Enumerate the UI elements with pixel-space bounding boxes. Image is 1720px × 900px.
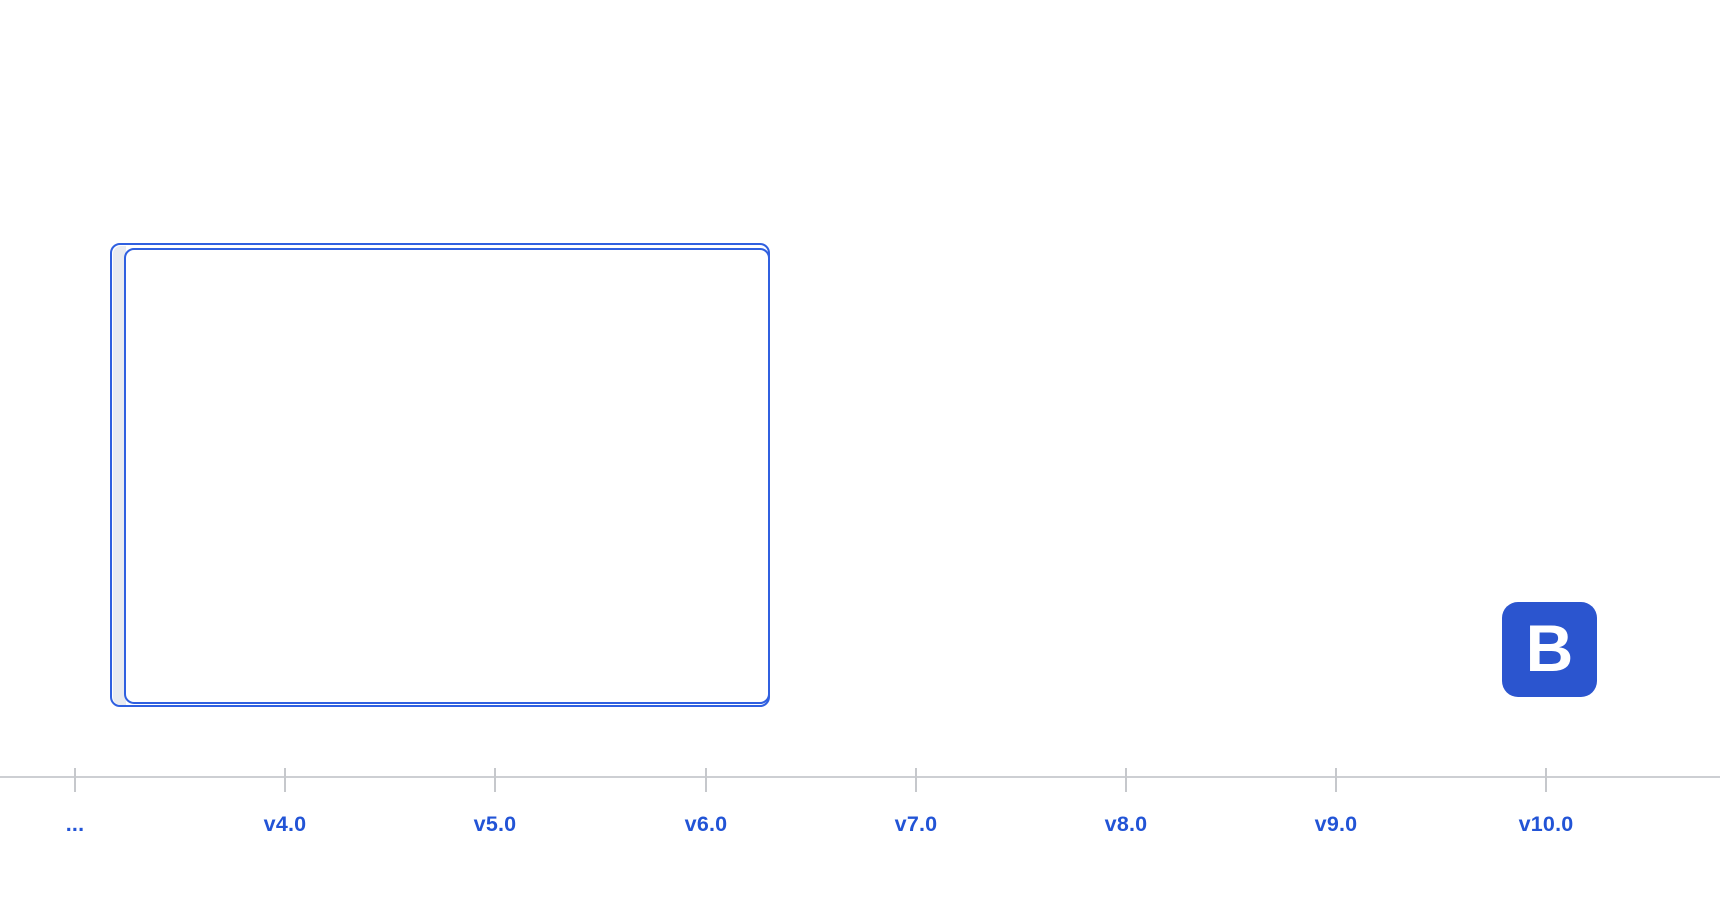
window-front-panel <box>124 248 770 704</box>
version-label: v7.0 <box>894 812 938 836</box>
version-timeline-axis <box>0 776 1720 779</box>
timeline-tick <box>1545 768 1548 792</box>
timeline-tick <box>1125 768 1128 792</box>
timeline-tick <box>1335 768 1338 792</box>
version-label: v5.0 <box>473 812 517 836</box>
version-label: v9.0 <box>1314 812 1358 836</box>
timeline-tick <box>74 768 77 792</box>
version-label: v4.0 <box>263 812 307 836</box>
bootstrap-logo-letter: B <box>1525 610 1574 685</box>
timeline-tick <box>915 768 918 792</box>
window-spine <box>112 245 126 705</box>
timeline-tick <box>284 768 287 792</box>
timeline-tick <box>705 768 708 792</box>
version-label: v6.0 <box>684 812 728 836</box>
bootstrap-logo: B <box>1502 602 1597 697</box>
window-back-panel <box>110 243 770 707</box>
version-label: v8.0 <box>1104 812 1148 836</box>
version-label: v10.0 <box>1518 812 1574 836</box>
version-label: ... <box>65 812 85 836</box>
timeline-tick <box>494 768 497 792</box>
